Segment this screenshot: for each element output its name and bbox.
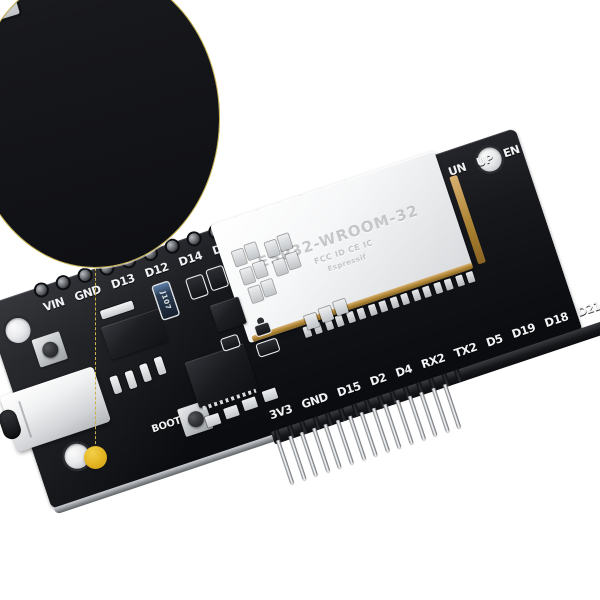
magnified-board-region: VIN [0,0,219,267]
castellated-pad [410,289,422,302]
header-slot [454,369,464,384]
castellated-pad [367,303,378,317]
castellated-pad [421,285,432,299]
usb-c-opening [0,407,24,442]
castellated-pad [400,292,411,306]
castellated-pad [345,310,356,324]
castellated-pad [389,296,400,310]
castellated-pad [432,281,443,295]
callout-content: VIN [0,0,219,267]
callout-target-marker [84,446,107,469]
castellated-pad [454,274,465,288]
diode-marking: J107 [158,290,173,311]
magnified-pcb [0,0,219,267]
castellated-pad [356,307,367,320]
magnifier-callout: VIN [0,0,220,268]
callout-leader-line [95,258,96,454]
castellated-pad [443,278,454,291]
pin-label-d21: D21 [575,297,600,319]
castellated-pad [334,314,345,328]
castellated-pad [378,300,389,313]
